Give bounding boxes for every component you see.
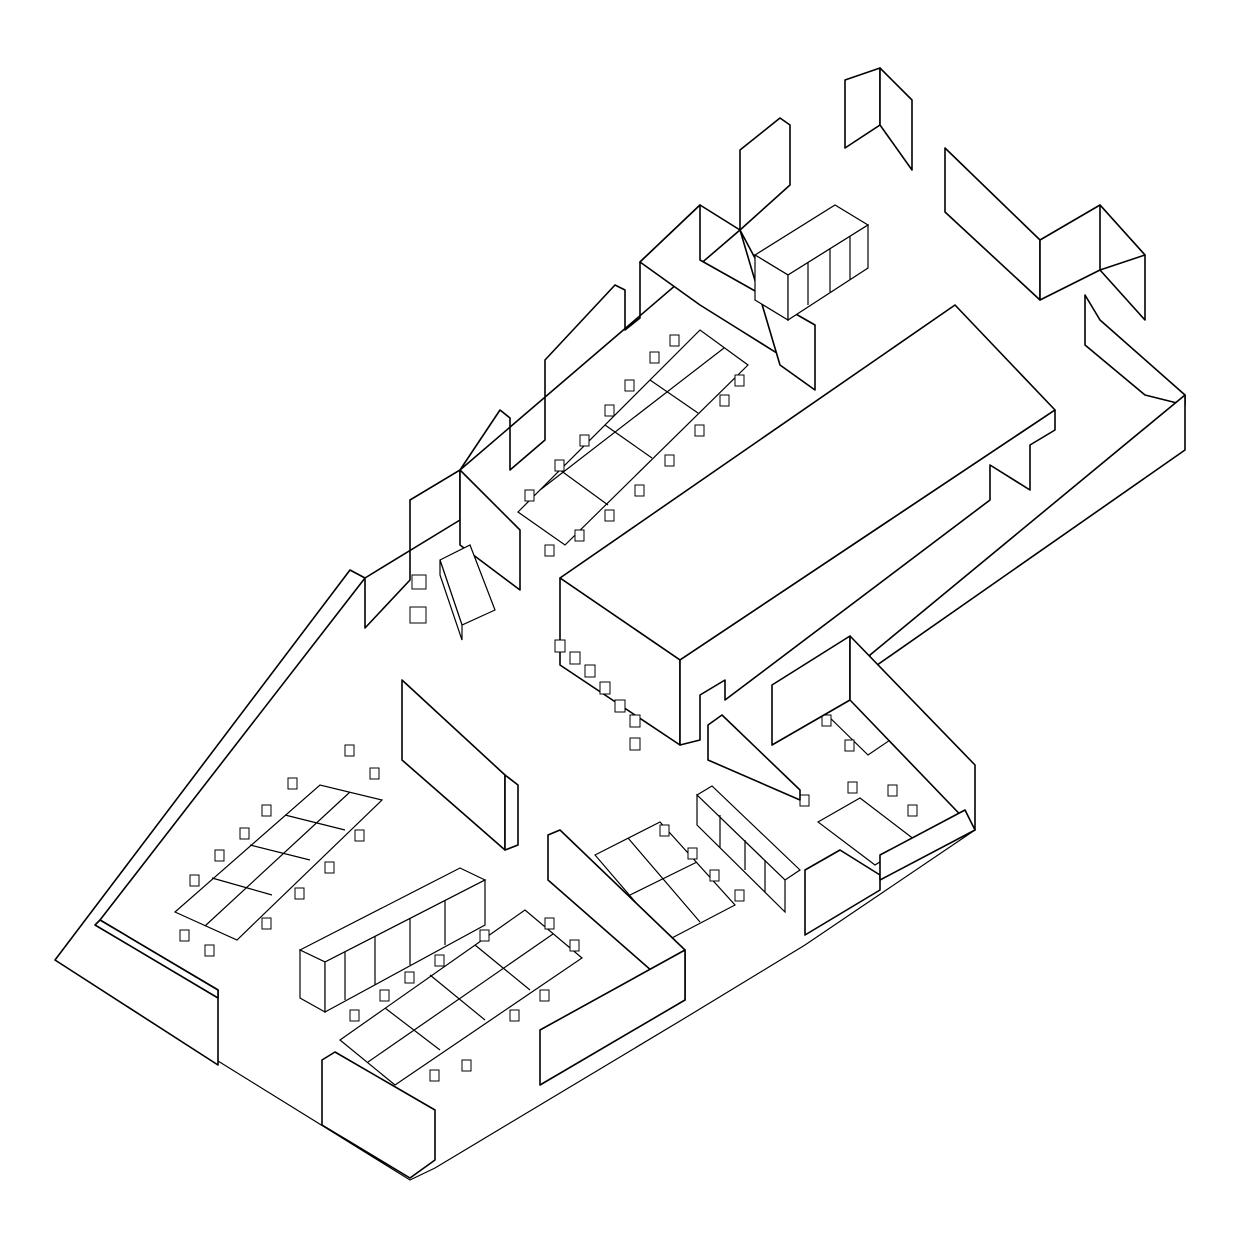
partition-wall [401,679,519,851]
table-group-south [339,909,583,1086]
north-east-walls [869,147,1186,671]
meeting-room-walls [707,635,976,881]
table-group-west [173,784,384,941]
chairs [179,334,918,1082]
west-diagonal-wall [54,569,366,1066]
stool [411,574,427,590]
shelving-unit-center [298,867,487,1014]
table-group-north [517,329,749,546]
stool [409,606,427,624]
shelving-unit-east [696,785,801,914]
shelving-unit-north [753,204,870,322]
reception-counter [439,544,496,641]
south-walls [321,829,881,1179]
central-core-block [559,304,1056,746]
north-door [844,67,913,171]
